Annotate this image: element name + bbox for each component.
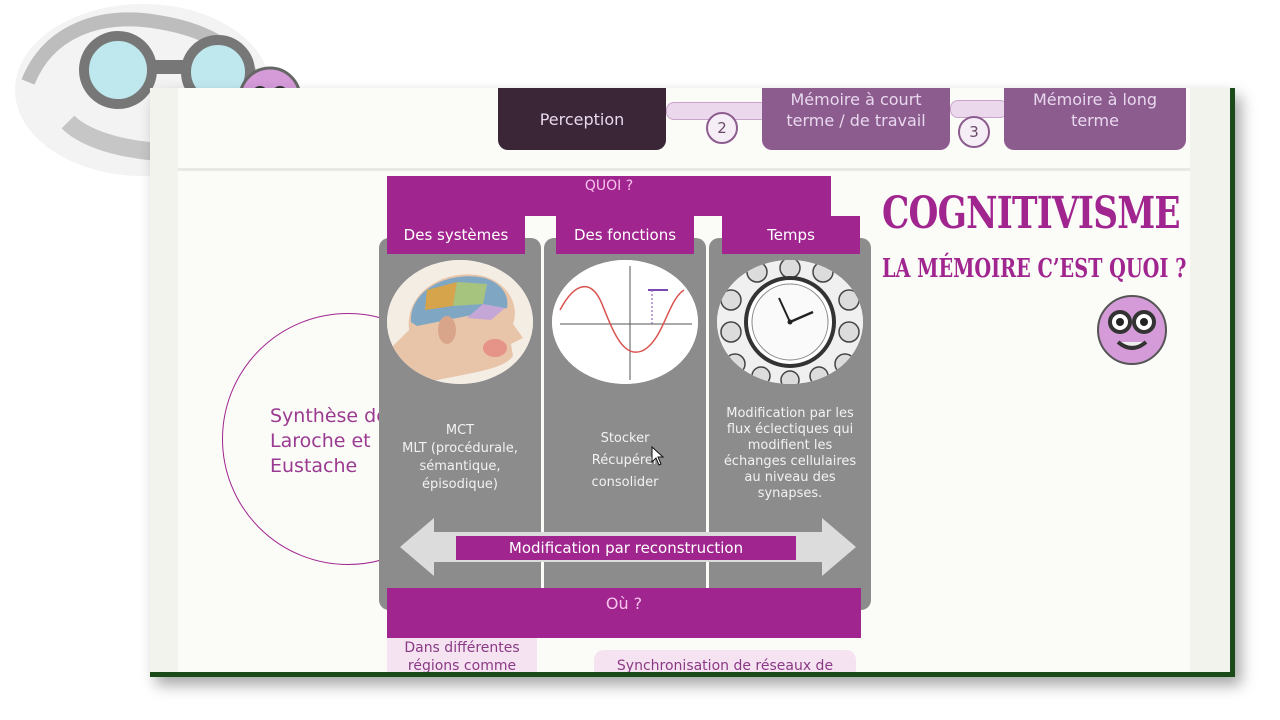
- cursor-icon: [651, 445, 665, 470]
- fonctions-text: Stocker Récupérer consolider: [591, 431, 659, 490]
- reconstruction-label: Modification par reconstruction: [508, 539, 744, 557]
- header-fonctions: Des fonctions: [556, 216, 694, 254]
- bottom-right-label: Synchronisation de réseaux de: [616, 658, 834, 674]
- sine-graph-image: [552, 260, 698, 384]
- temps-header-label: Temps: [767, 226, 815, 244]
- title-cognitivisme: COGNITIVISME: [882, 188, 1181, 239]
- header-temps: Temps: [722, 216, 860, 254]
- long-terme-box: Mémoire à long terme: [1004, 88, 1186, 150]
- slide: Perception 2 Mémoire à court terme / de …: [178, 88, 1190, 672]
- brain-head-image: [387, 260, 533, 384]
- systemes-text: MCT MLT (procédurale, sémantique, épisod…: [402, 423, 518, 492]
- reconstruction-bar: Modification par reconstruction: [456, 536, 796, 560]
- quoi-header: QUOI ?: [387, 176, 831, 216]
- slide-frame: Perception 2 Mémoire à court terme / de …: [150, 88, 1235, 677]
- bottom-left-box: Dans différentes régions comme: [387, 638, 537, 674]
- bottom-left-label: Dans différentes régions comme: [404, 640, 520, 674]
- court-terme-box: Mémoire à court terme / de travail: [762, 88, 950, 150]
- systemes-header-label: Des systèmes: [403, 226, 509, 244]
- perception-box: Perception: [498, 88, 666, 150]
- bottom-right-box: Synchronisation de réseaux de: [594, 650, 856, 674]
- step-3-badge: 3: [958, 116, 990, 148]
- temps-text: Modification par les flux éclectiques qu…: [723, 406, 857, 501]
- top-diagram: Perception 2 Mémoire à court terme / de …: [178, 88, 1190, 171]
- step-3-label: 3: [969, 123, 979, 141]
- link-3: [950, 100, 1008, 118]
- avatar: [1096, 294, 1168, 366]
- long-terme-label: Mémoire à long terme: [1032, 90, 1158, 130]
- subtitle-memoire: LA MÉMOIRE C’EST QUOI ?: [882, 254, 1187, 284]
- ou-label: Où ?: [605, 594, 643, 613]
- perception-label: Perception: [539, 109, 625, 129]
- quoi-label: QUOI ?: [584, 178, 634, 194]
- step-2-badge: 2: [706, 112, 738, 144]
- clocks-image: [717, 260, 863, 384]
- synthese-label: Synthèse de Laroche et Eustache: [270, 405, 388, 477]
- court-terme-label: Mémoire à court terme / de travail: [786, 90, 926, 130]
- ou-header: Où ?: [387, 588, 861, 638]
- step-2-label: 2: [717, 119, 727, 137]
- header-systemes: Des systèmes: [387, 216, 525, 254]
- fonctions-header-label: Des fonctions: [573, 226, 677, 244]
